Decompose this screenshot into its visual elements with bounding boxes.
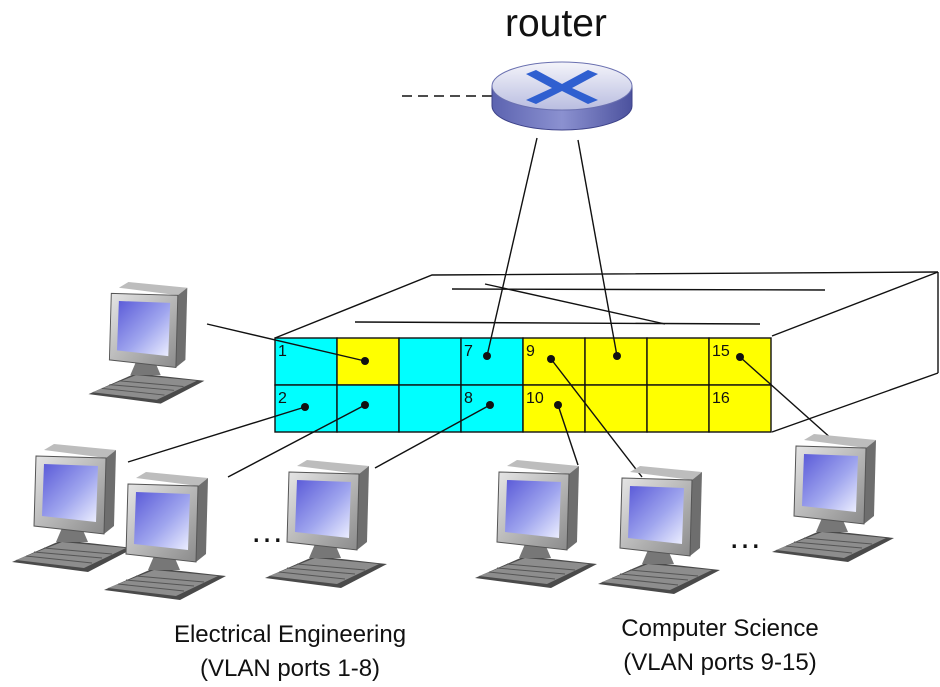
router-x-icon [526, 70, 598, 104]
port-dot [736, 353, 744, 361]
caption-ee-name: Electrical Engineering [173, 621, 407, 648]
switch-port [584, 337, 648, 386]
router-label: router [505, 2, 607, 45]
port-number-label: 8 [464, 390, 473, 407]
pc-ee-1 [88, 281, 205, 405]
port-dots [301, 352, 744, 411]
caption-cs-ports: (VLAN ports 9-15) [623, 649, 817, 676]
port-dot [613, 352, 621, 360]
switch-port [522, 337, 586, 386]
switch-port [398, 337, 462, 386]
switch-front: 1 7 9 15 2 8 10 16 [274, 337, 772, 433]
pc-ee-2 [11, 443, 135, 573]
link-pc5-port10 [557, 404, 579, 466]
caption-ee: Electrical Engineering (VLAN ports 1-8) [130, 618, 450, 686]
switch-port [584, 384, 648, 433]
pc-ee-3 [103, 471, 227, 601]
link-pc1-port1 [206, 323, 366, 362]
ellipsis-ee: … [250, 512, 284, 550]
port-number-label: 16 [712, 390, 730, 407]
link-pc2-port2 [127, 406, 306, 463]
pc-cs-2 [597, 465, 721, 595]
port-number-label: 7 [464, 343, 473, 360]
switch-top [274, 271, 939, 433]
router [402, 61, 633, 131]
port-dot [486, 401, 494, 409]
port-number-label: 1 [278, 343, 287, 360]
caption-cs-name: Computer Science [621, 615, 819, 642]
pc-cs-1 [474, 459, 598, 589]
links [127, 137, 834, 478]
port-dot [361, 401, 369, 409]
pc-cs-3 [771, 433, 895, 563]
port-dot [547, 355, 555, 363]
switch-port [708, 384, 772, 433]
port-number-label: 9 [526, 343, 535, 360]
switch-port [522, 384, 586, 433]
link-router-port11 [577, 139, 618, 357]
caption-cs: Computer Science (VLAN ports 9-15) [560, 612, 880, 680]
link-pc3-port4 [227, 404, 366, 478]
port-number-label: 2 [278, 390, 287, 407]
port-dot [554, 401, 562, 409]
switch-port [398, 384, 462, 433]
ellipsis-cs: … [728, 518, 762, 556]
link-pc6-port9 [550, 358, 643, 478]
link-router-port7 [486, 137, 538, 357]
link-pc7-port15 [739, 356, 834, 441]
port-dot [483, 352, 491, 360]
port-dot [361, 357, 369, 365]
switch-port [646, 337, 710, 386]
link-pc4-port8 [374, 404, 491, 469]
port-number-label: 10 [526, 390, 544, 407]
port-dot [301, 403, 309, 411]
caption-ee-ports: (VLAN ports 1-8) [199, 655, 381, 682]
port-number-label: 15 [712, 343, 730, 360]
switch-port [336, 384, 400, 433]
switch-port [646, 384, 710, 433]
